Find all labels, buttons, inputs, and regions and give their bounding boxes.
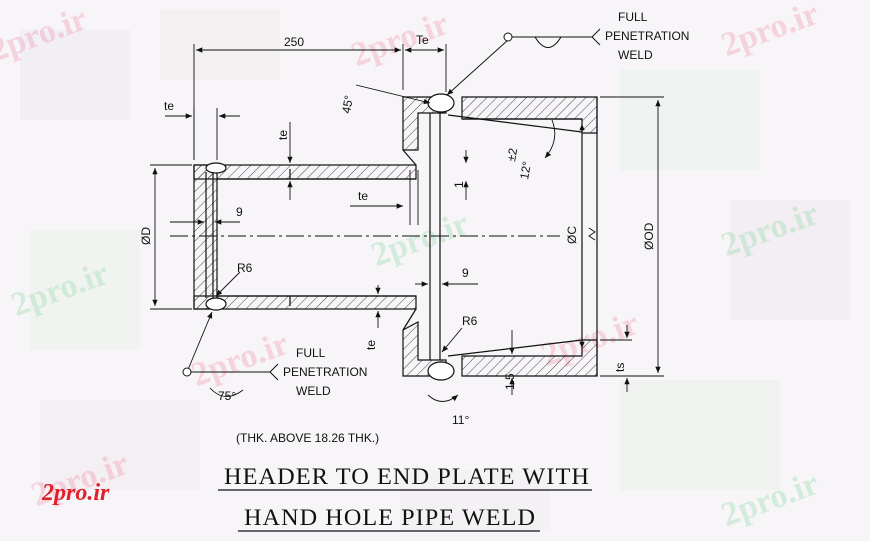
title-line-1: HEADER TO END PLATE WITH [224,464,590,489]
site-logo: 2pro.ir [41,480,110,506]
dim-nine-left: 9 [236,205,243,219]
dim-one-five: 1.5 [503,373,517,390]
watermark-text: 2pro.ir [0,0,92,69]
watermarks: 2pro.ir 2pro.ir 2pro.ir 2pro.ir 2pro.ir … [0,0,824,534]
watermark-text: 2pro.ir [717,195,824,264]
weld-symbol-bottom [182,363,279,381]
dim-250: 250 [284,35,304,49]
dim-te-left: te [164,99,174,113]
dim-angle-11: 11° [452,413,469,427]
dim-te-inner: te [358,189,368,203]
weld-note-top-line: FULL [618,10,648,24]
dim-angle-12: 12° [517,160,534,181]
dim-r6-right: R6 [462,314,478,328]
dim-ts: ts [613,363,627,372]
dim-te-vertical-lower: te [364,340,378,350]
weld-note-top: FULL PENETRATION WELD [605,10,689,62]
weld-note-top-line: WELD [618,48,653,62]
dim-phi-d: ØD [139,227,153,245]
weld-note-top-line: PENETRATION [605,29,689,43]
dim-phi-c: ØC [565,226,579,244]
end-plate [205,93,598,381]
dim-angle-45: 45° [339,94,356,114]
weld-note-bottom-line: PENETRATION [283,365,367,379]
weld-note-bottom-line: FULL [296,346,326,360]
dim-nine-right: 9 [462,266,469,280]
dim-r6-left: R6 [237,261,253,275]
dimension-labels: 250 Te te te te te 45° ±2 12° 1 9 9 ØD Ø… [139,33,656,427]
watermark-text: 2pro.ir [717,465,824,534]
watermark-text: 2pro.ir [347,5,454,74]
dim-te-top: Te [416,33,429,47]
dim-one: 1 [452,181,466,188]
title-line-2: HAND HOLE PIPE WELD [244,505,536,530]
watermark-text: 2pro.ir [7,255,114,324]
dim-angle-75: 75° [218,389,236,403]
dim-phi-od: ØOD [642,222,656,250]
watermark-text: 2pro.ir [367,205,474,274]
watermark-text: 2pro.ir [717,0,824,64]
weld-note-bottom-line: WELD [296,384,331,398]
dim-tol-2: ±2 [504,147,520,163]
dim-te-vertical-upper: te [276,130,290,140]
weld-symbol-top [503,28,601,48]
dimension-lines [150,39,664,402]
thickness-note: (THK. ABOVE 18.26 THK.) [236,431,379,445]
weld-note-bottom: FULL PENETRATION WELD [283,346,367,398]
